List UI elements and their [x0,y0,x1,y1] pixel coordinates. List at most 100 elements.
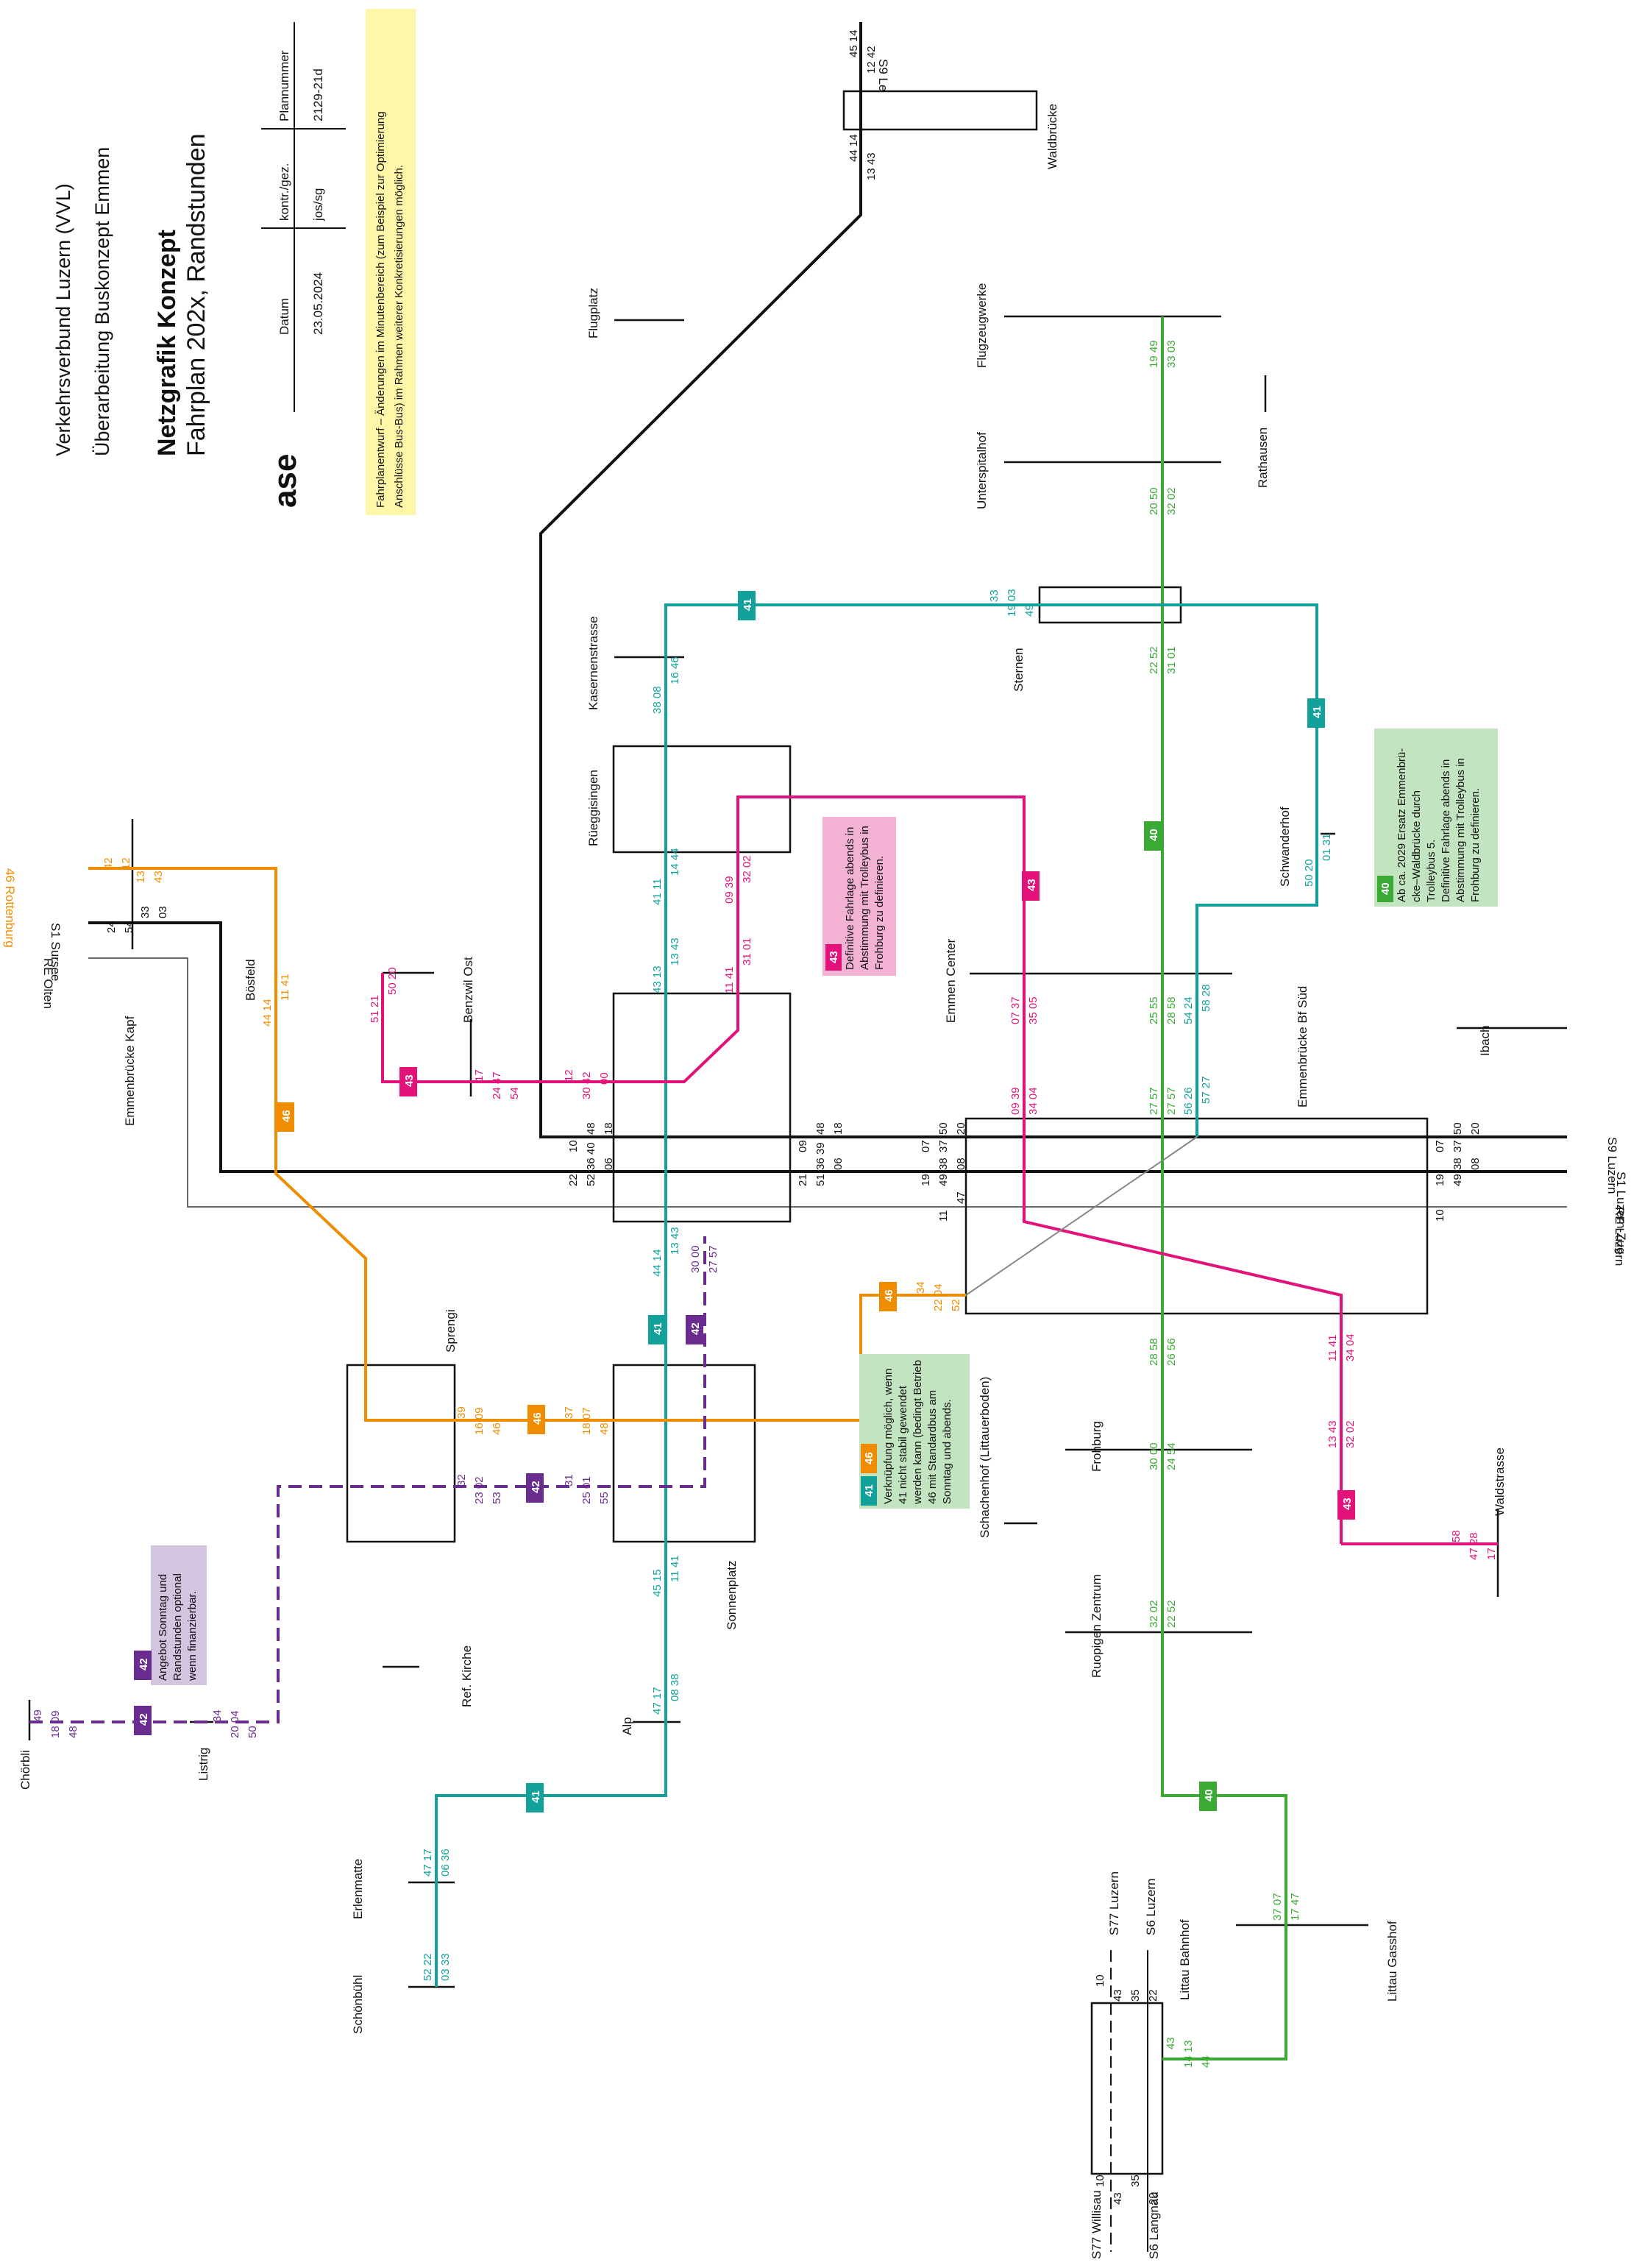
time-40: 22 52 [1165,1600,1178,1628]
svg-text:40: 40 [1379,882,1392,895]
time-42: 20 04 [229,1710,241,1738]
label-boesfeld: Bösfeld [244,959,257,1001]
time-41: 54 24 [1182,996,1195,1024]
line-46-path [88,867,966,1422]
time-46: 46 [491,1422,503,1435]
time-42: 27 57 [707,1245,719,1273]
time-43: 34 04 [1344,1333,1357,1361]
time-rail: 18 [832,1122,845,1135]
time-rail: 24 [105,921,118,933]
box-emmenbruecke [612,992,792,1223]
time-rail: 37 [937,1140,950,1152]
time-41: 03 33 [439,1953,452,1981]
label-s6-luzern: S6 Luzern [1144,1879,1158,1936]
label-emmen-center: Emmen Center [944,938,958,1023]
time-rail: 07 [1434,1140,1446,1152]
label-s1-luzern-zug: S1 Luzern-Zug [1614,1172,1628,1254]
time-rail: 38 [937,1158,950,1170]
label-rueggisingen: Rüeggisingen [586,770,600,846]
time-rail: 35 [1129,2175,1142,2187]
time-42: 25 01 [580,1476,593,1504]
notes: 43 Definitive Fahrlage abends in Abstimm… [134,729,1498,1685]
badge-41-sternen: 41 [738,591,756,620]
badge-46-bf-sued: 46 [879,1282,897,1311]
time-rail: 20 [1469,1122,1482,1135]
time-41: 06 36 [439,1849,452,1877]
label-choerbli: Chörbli [18,1750,32,1790]
label-s9-luzern: S9 Luzern [1605,1137,1619,1194]
time-46: 11 41 [279,974,291,1001]
time-42: 30 00 [689,1245,702,1273]
time-40: 27 57 [1165,1087,1178,1115]
time-rail: 44 14 [848,134,860,162]
time-40: 25 55 [1148,996,1160,1024]
stop-ticks [28,315,1567,1988]
time-43: 13 43 [1326,1420,1339,1448]
times-line-40: 19 49 33 03 20 50 32 02 22 52 31 01 25 5… [1148,340,1301,2068]
time-41: 57 27 [1200,1076,1212,1104]
time-40: 24 54 [1165,1442,1178,1470]
time-43: 17 [473,1069,486,1082]
time-42: 31 [563,1474,575,1486]
time-46: 42 [102,857,115,870]
svg-text:42: 42 [530,1481,542,1493]
table-value-date: 23.05.2024 [311,272,325,335]
label-rottenburg: 46 Rottenburg [3,868,17,948]
time-41: 19 03 [1006,589,1018,617]
time-42: 32 [455,1474,468,1486]
time-rail: 36 39 [814,1142,827,1170]
time-41: 47 17 [422,1849,434,1877]
ase-logo: ase [267,454,303,508]
label-waldstrasse: Waldstrasse [1493,1447,1507,1516]
svg-text:46 mit Standardbus am: 46 mit Standardbus am [926,1390,939,1504]
label-emmenbruecke-kapf: Emmenbrücke Kapf [123,1016,137,1126]
header-block: Verkehrsverbund Luzern (VVL) Überarbeitu… [52,9,416,515]
box-sprengi [346,1364,456,1543]
time-40: 37 07 [1271,1893,1284,1921]
time-rail: 10 [1434,1209,1446,1222]
time-rail: 06 [603,1158,615,1170]
svg-text:42: 42 [138,1713,150,1726]
rail-labels: S9 Le S9 Luzern S1 Luzern-Zug RE Luzern … [3,59,1628,2259]
time-40: 31 01 [1165,646,1178,674]
time-rail: 08 [1469,1158,1482,1170]
svg-text:Abstimmung mit Trolleybus in: Abstimmung mit Trolleybus in [1454,758,1467,902]
time-43: 32 02 [741,855,753,883]
time-41: 41 11 [651,879,664,905]
time-rail: 22 [567,1174,580,1186]
time-rail: 06 [832,1158,845,1170]
time-rail: 48 [814,1122,827,1135]
time-rail: 12 42 [865,46,878,74]
time-40: 43 [1165,2037,1177,2049]
time-43: 09 39 [1009,1087,1022,1115]
badge-46-sprengi: 46 [527,1405,545,1434]
label-flugzeugwerke: Flugzeugwerke [975,283,989,368]
time-rail: 33 [139,906,152,918]
time-rail: 37 [1451,1140,1464,1152]
time-46: 44 14 [261,999,274,1027]
time-rail: 38 [1451,1158,1464,1170]
rail-s9-line [539,22,1567,1138]
time-40: 30 00 [1148,1442,1160,1470]
project-title: Überarbeitung Buskonzept Emmen [91,147,113,456]
time-42: 18 09 [49,1710,62,1738]
time-41: 58 28 [1200,984,1212,1012]
label-sprengi: Sprengi [444,1309,458,1353]
time-43: 30 42 [580,1071,593,1099]
svg-text:43: 43 [1026,879,1038,891]
time-41: 11 41 [669,1556,681,1582]
svg-text:46: 46 [883,1289,895,1302]
time-46: 16 09 [473,1407,486,1435]
disclaimer-line-1: Fahrplanentwurf – Änderungen im Minutenb… [374,111,387,508]
time-43: 11 41 [1326,1335,1339,1361]
label-re-luzern: RE Luzern [1613,1207,1627,1266]
time-rail: 43 [1112,2192,1124,2205]
time-41: 01 31 [1321,833,1333,861]
svg-text:43: 43 [403,1074,416,1087]
box-rueggisingen [612,745,792,854]
table-value-plannumber: 2129-21d [311,68,325,121]
label-rathausen: Rathausen [1256,428,1270,488]
time-41: 45 15 [651,1569,664,1597]
station-labels: Flugplatz Kasernenstrasse Rüeggisingen B… [18,104,1507,2034]
time-40: 28 58 [1148,1338,1160,1366]
